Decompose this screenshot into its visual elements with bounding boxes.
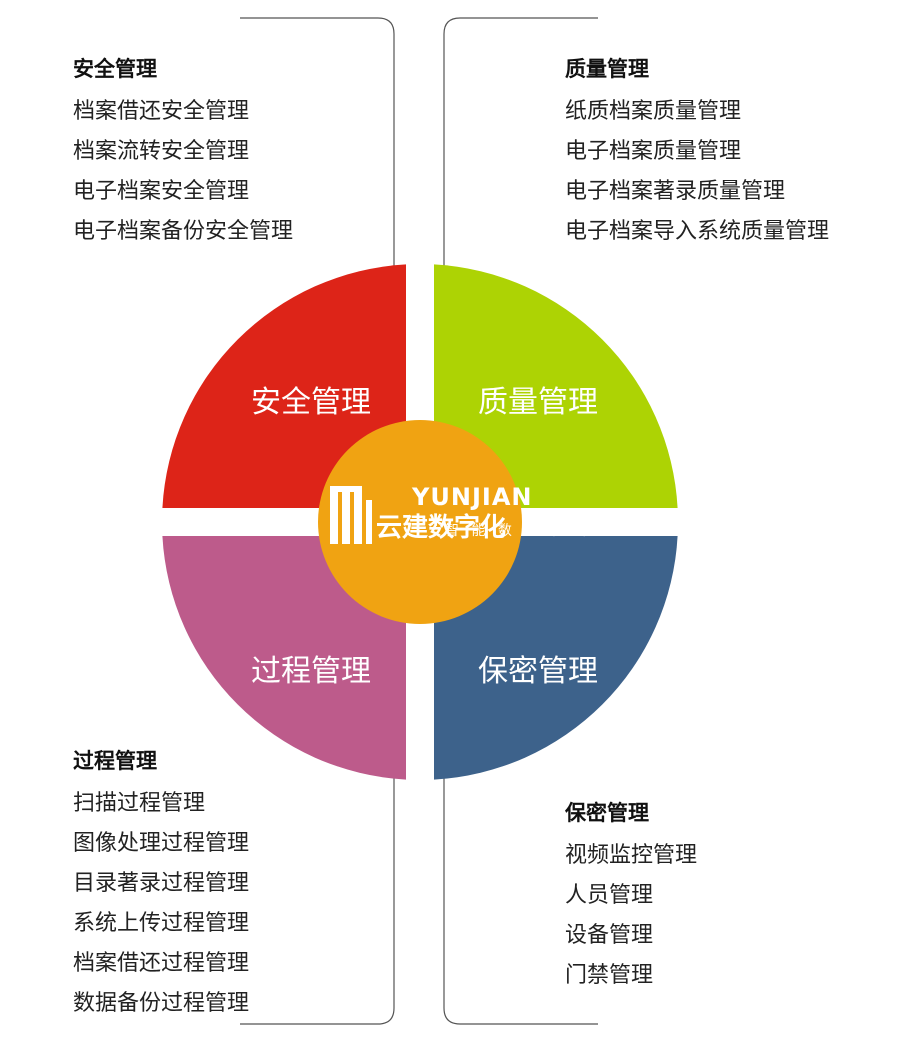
quadrant-safety bbox=[162, 264, 406, 508]
quadrant-process bbox=[162, 536, 406, 780]
section-safety: 安全管理 档案借还安全管理 档案流转安全管理 电子档案安全管理 电子档案备份安全… bbox=[73, 56, 293, 252]
list-item: 目录著录过程管理 bbox=[73, 871, 250, 896]
logo-brand: YUNJIAN bbox=[411, 483, 532, 511]
quadrant-confidential bbox=[434, 536, 678, 780]
list-item: 电子档案导入系统质量管理 bbox=[565, 219, 830, 244]
center-circle bbox=[318, 420, 522, 624]
list-item: 档案借还过程管理 bbox=[73, 951, 250, 976]
list-item: 纸质档案质量管理 bbox=[565, 99, 742, 124]
section-title-process: 过程管理 bbox=[73, 749, 157, 773]
section-list-process: 扫描过程管理 图像处理过程管理 目录著录过程管理 系统上传过程管理 档案借还过程… bbox=[73, 784, 249, 1024]
section-list-confidential: 视频监控管理 人员管理 设备管理 门禁管理 bbox=[565, 836, 697, 996]
list-item: 电子档案质量管理 bbox=[565, 139, 742, 164]
section-list-safety: 档案借还安全管理 档案流转安全管理 电子档案安全管理 电子档案备份安全管理 bbox=[73, 92, 293, 252]
quadrant-label-confidential: 保密管理 bbox=[478, 654, 598, 689]
list-item: 电子档案著录质量管理 bbox=[565, 179, 786, 204]
list-item: 门禁管理 bbox=[565, 963, 654, 988]
quadrant-label-quality: 质量管理 bbox=[478, 385, 598, 420]
list-item: 档案流转安全管理 bbox=[73, 139, 250, 164]
list-item: 档案借还安全管理 bbox=[73, 99, 250, 124]
list-item: 电子档案备份安全管理 bbox=[73, 219, 294, 244]
list-item: 视频监控管理 bbox=[565, 843, 698, 868]
quadrant-label-safety: 安全管理 bbox=[251, 385, 371, 420]
list-item: 扫描过程管理 bbox=[73, 791, 206, 816]
bracket-top-left bbox=[240, 17, 395, 268]
quadrant-quality bbox=[434, 264, 678, 508]
logo-icon bbox=[330, 486, 372, 544]
section-title-safety: 安全管理 bbox=[73, 57, 157, 81]
section-list-quality: 纸质档案质量管理 电子档案质量管理 电子档案著录质量管理 电子档案导入系统质量管… bbox=[565, 92, 829, 252]
section-process: 过程管理 扫描过程管理 图像处理过程管理 目录著录过程管理 系统上传过程管理 档… bbox=[73, 748, 249, 1024]
section-title-confidential: 保密管理 bbox=[565, 801, 649, 825]
section-quality: 质量管理 纸质档案质量管理 电子档案质量管理 电子档案著录质量管理 电子档案导入… bbox=[565, 56, 829, 252]
section-title-quality: 质量管理 bbox=[565, 57, 649, 81]
list-item: 设备管理 bbox=[565, 923, 654, 948]
logo-brand-cn: 云建数字化 bbox=[376, 512, 506, 543]
bracket-top-right bbox=[443, 17, 598, 268]
list-item: 图像处理过程管理 bbox=[73, 831, 250, 856]
list-item: 系统上传过程管理 bbox=[73, 911, 250, 936]
logo-tagline: 智 能 数 字 档 案 bbox=[445, 522, 595, 539]
list-item: 数据备份过程管理 bbox=[73, 991, 250, 1016]
list-item: 电子档案安全管理 bbox=[73, 179, 250, 204]
section-confidential: 保密管理 视频监控管理 人员管理 设备管理 门禁管理 bbox=[565, 800, 697, 996]
bracket-bottom-right bbox=[443, 775, 598, 1025]
bracket-bottom-left bbox=[240, 775, 395, 1025]
quadrant-label-process: 过程管理 bbox=[251, 654, 371, 689]
list-item: 人员管理 bbox=[565, 883, 654, 908]
